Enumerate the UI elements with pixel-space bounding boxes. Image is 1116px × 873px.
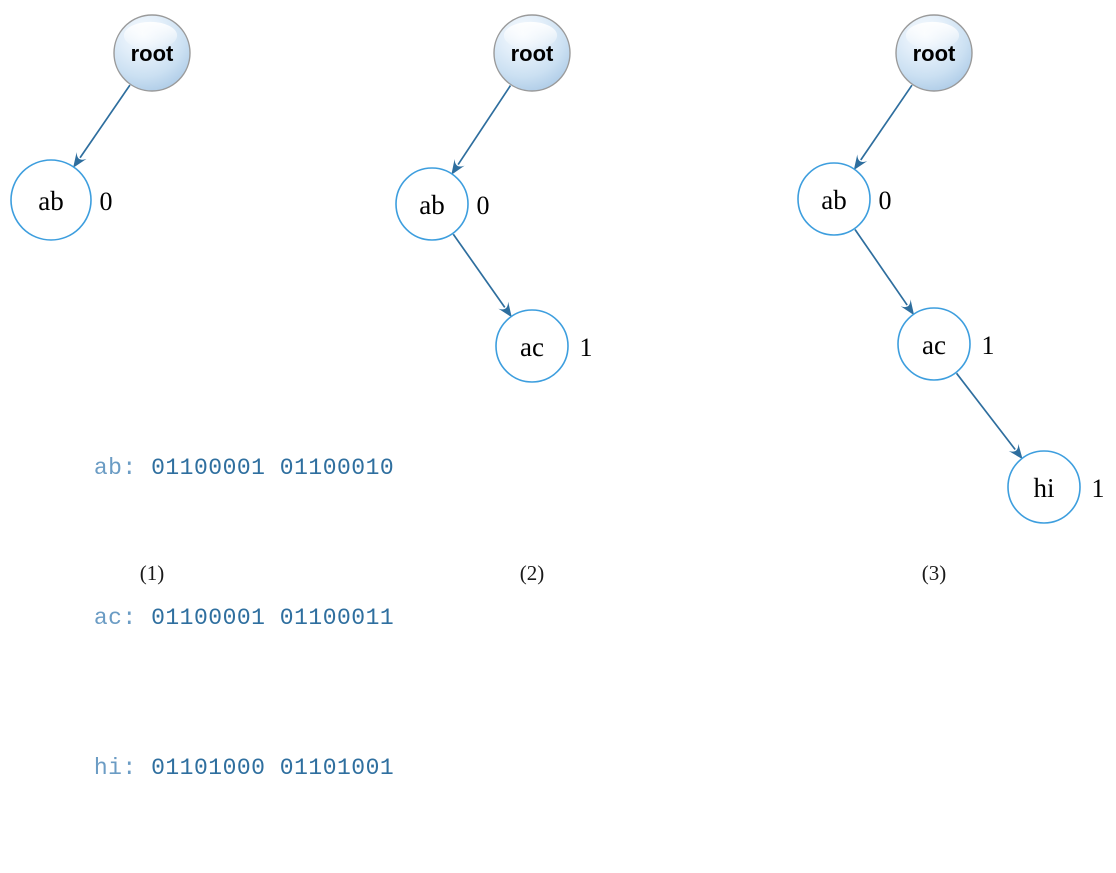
trie-node-label: hi	[1033, 473, 1054, 503]
edge-arrowhead	[498, 301, 512, 318]
legend-row: ab: 01100001 01100010	[8, 423, 394, 513]
trie-node-ac[interactable]: ac	[897, 307, 971, 381]
root-node-gloss-highlight	[123, 21, 178, 50]
nodes-layer: root ab 0 root ab 0 ac 1 root ab 0 ac 1 hi 1	[10, 14, 1105, 524]
edge-arrowhead	[900, 299, 915, 316]
root-node[interactable]: root	[113, 14, 191, 92]
legend-key: ab:	[93, 455, 137, 481]
trie-node-circle	[897, 307, 971, 381]
legend-bits: 01100001 01100011	[151, 605, 395, 631]
trie-node-circle	[797, 162, 871, 236]
root-node-label: root	[131, 41, 174, 66]
panel-caption: (3)	[922, 561, 947, 585]
edge-line	[854, 228, 908, 306]
tree-diagram-canvas: root ab 0 root ab 0 ac 1 root ab 0 ac 1 hi 1 (1) (2) (3)	[10, 14, 1105, 585]
legend-bits: 01100001 01100010	[151, 455, 395, 481]
trie-node-label: ab	[38, 186, 63, 216]
legend-key: ac:	[93, 605, 137, 631]
root-node-label: root	[913, 41, 956, 66]
edge-line	[955, 372, 1016, 451]
edge-bit-label: 1	[580, 333, 593, 362]
trie-node-circle	[1007, 450, 1081, 524]
edge-arrowhead	[1008, 443, 1023, 460]
trie-node-circle	[395, 167, 469, 241]
edge-arrowhead	[73, 152, 87, 168]
root-node[interactable]: root	[493, 14, 571, 92]
trie-node-label: ac	[520, 332, 544, 362]
trie-node-ac[interactable]: ac	[495, 309, 569, 383]
edge-bit-label: 1	[982, 331, 995, 360]
trie-node-ab[interactable]: ab	[10, 159, 92, 241]
root-node[interactable]: root	[895, 14, 973, 92]
root-node-gloss-highlight	[905, 21, 960, 50]
panel-caption: (2)	[520, 561, 545, 585]
edge-bit-label: 0	[100, 187, 113, 216]
tree-edge	[451, 85, 512, 175]
tree-edge	[73, 84, 131, 168]
panel-caption: (1)	[140, 561, 165, 585]
trie-node-label: ac	[922, 330, 946, 360]
legend-row: hi: 01101000 01101001	[8, 723, 394, 813]
edges-layer	[73, 84, 1023, 460]
tree-edge	[452, 233, 512, 318]
trie-node-ab[interactable]: ab	[797, 162, 871, 236]
captions-layer: (1) (2) (3)	[140, 561, 947, 585]
diagram-stage: root ab 0 root ab 0 ac 1 root ab 0 ac 1 hi 1 (1) (2) (3)…	[10, 14, 1105, 781]
edge-bit-label: 0	[477, 191, 490, 220]
edge-line	[452, 233, 506, 308]
edge-bit-label: 1	[1092, 474, 1105, 503]
trie-node-ab[interactable]: ab	[395, 167, 469, 241]
tree-edge	[854, 228, 915, 316]
trie-node-circle	[495, 309, 569, 383]
edge-line	[860, 84, 913, 161]
tree-edge	[955, 372, 1023, 460]
root-node-gloss-highlight	[503, 21, 558, 50]
root-node-label: root	[511, 41, 554, 66]
trie-node-label: ab	[821, 185, 846, 215]
binary-encoding-legend: ab: 01100001 01100010 ac: 01100001 01100…	[8, 363, 394, 873]
trie-node-hi[interactable]: hi	[1007, 450, 1081, 524]
edge-line	[457, 85, 512, 166]
legend-bits: 01101000 01101001	[151, 755, 395, 781]
trie-node-circle	[10, 159, 92, 241]
edge-bit-label: 0	[879, 186, 892, 215]
legend-key: hi:	[93, 755, 137, 781]
tree-edge	[853, 84, 913, 171]
edge-line	[79, 84, 131, 159]
edge-arrowhead	[451, 158, 465, 175]
edge-arrowhead	[853, 154, 868, 171]
trie-node-label: ab	[419, 190, 444, 220]
legend-row: ac: 01100001 01100011	[8, 573, 394, 663]
